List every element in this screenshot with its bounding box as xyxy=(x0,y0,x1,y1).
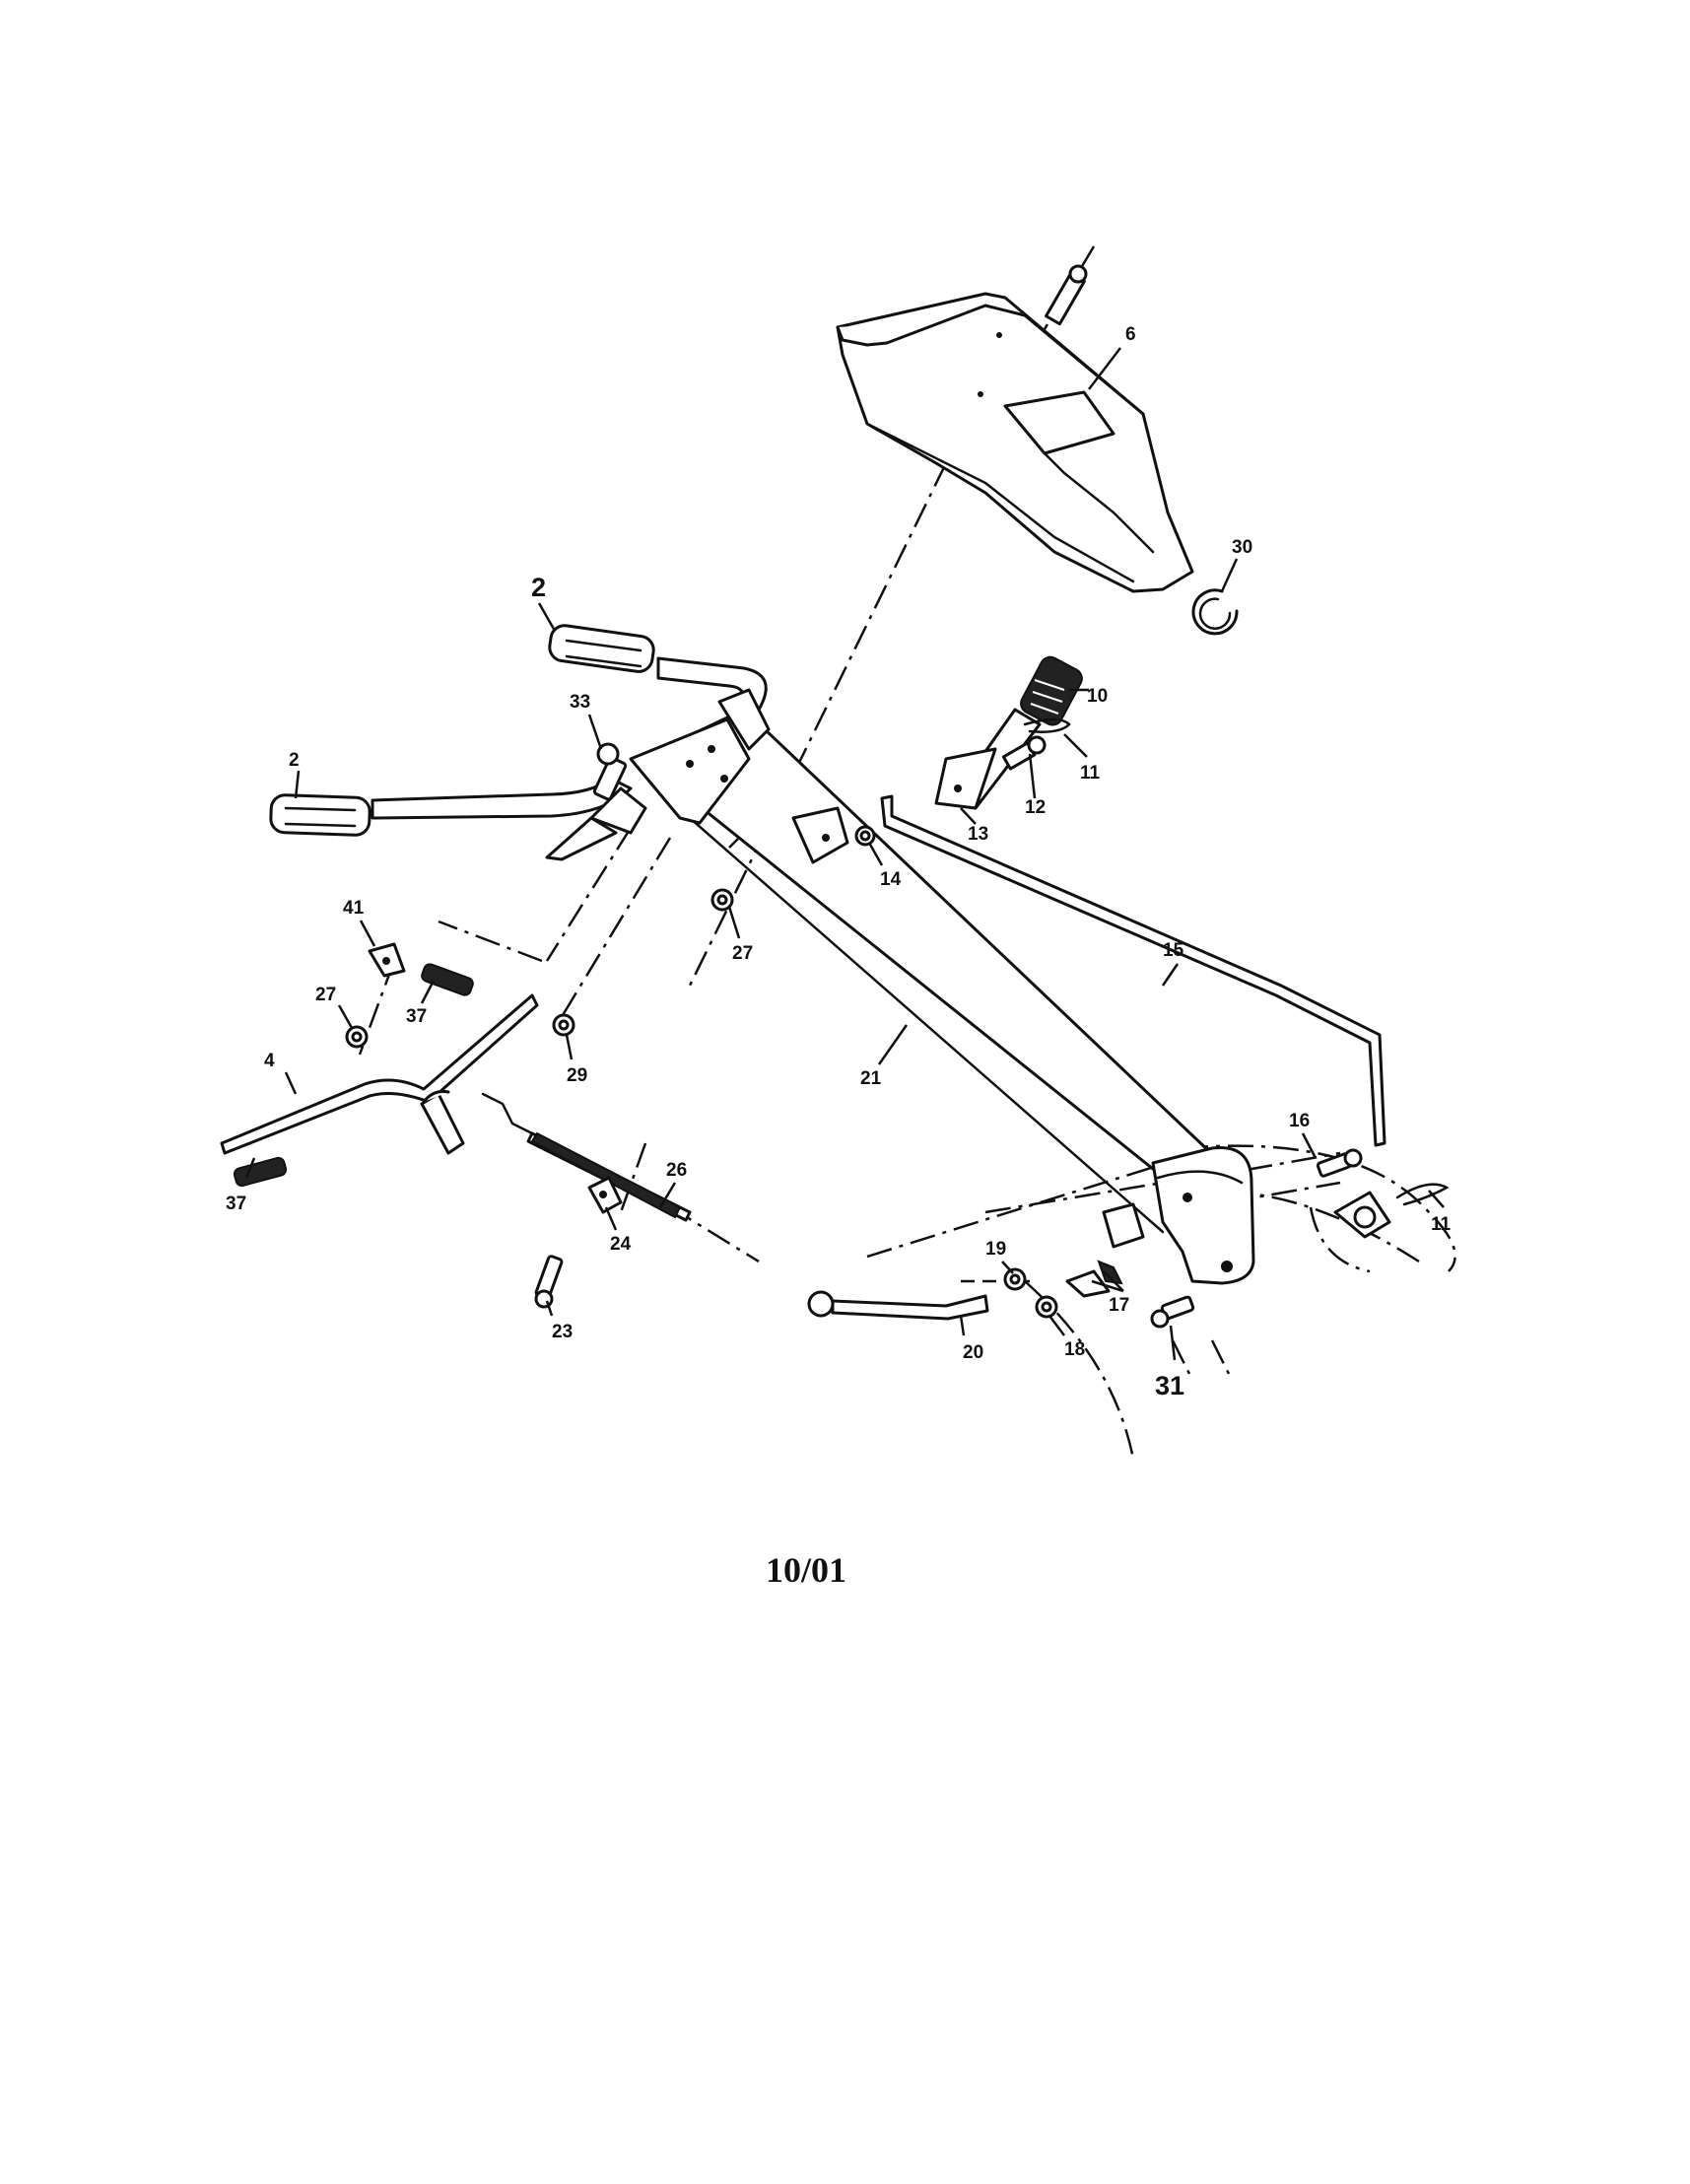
label-part-11-lower: 11 xyxy=(1431,1214,1452,1235)
cable-clamp-24 xyxy=(587,1176,623,1214)
label-part-41: 41 xyxy=(343,898,365,919)
bolt-31 xyxy=(1150,1295,1195,1329)
handle-pivot-bracket xyxy=(1102,1145,1255,1285)
label-part-18: 18 xyxy=(1064,1339,1085,1360)
shift-bolt xyxy=(1001,735,1047,771)
label-part-4: 4 xyxy=(264,1051,275,1071)
depth-lever xyxy=(807,1290,989,1321)
label-part-24: 24 xyxy=(610,1234,632,1255)
label-part-13: 13 xyxy=(968,824,988,845)
spring-37-lower xyxy=(233,1156,288,1188)
hairpin-clip-lower xyxy=(1395,1183,1450,1206)
label-part-26: 26 xyxy=(666,1160,687,1181)
label-part-16: 16 xyxy=(1289,1111,1310,1131)
handle-tube xyxy=(545,688,1244,1234)
shift-lever xyxy=(934,708,1042,810)
control-cable xyxy=(481,1092,692,1222)
label-part-15: 15 xyxy=(1163,940,1184,961)
shift-rod xyxy=(880,794,1386,1147)
spacer-17 xyxy=(1065,1260,1123,1298)
washer-19 xyxy=(1003,1267,1027,1291)
label-part-14: 14 xyxy=(880,869,902,890)
label-part-30: 30 xyxy=(1232,537,1252,558)
label-part-17: 17 xyxy=(1109,1295,1129,1316)
label-part-27-upper: 27 xyxy=(732,943,753,964)
label-part-27-lower: 27 xyxy=(315,985,336,1005)
hairpin-clip-upper xyxy=(1023,717,1071,733)
label-part-6: 6 xyxy=(1125,324,1136,345)
label-part-29: 29 xyxy=(567,1065,587,1086)
label-part-2-upper: 2 xyxy=(531,573,546,602)
retaining-ring xyxy=(1191,588,1239,636)
carriage-bolt-33 xyxy=(592,742,628,801)
handle-grip-lower xyxy=(269,793,372,837)
label-part-11-upper: 11 xyxy=(1080,763,1101,784)
label-part-37-lower: 37 xyxy=(226,1194,246,1214)
nut-27-upper xyxy=(710,888,734,912)
nut-27-lower xyxy=(345,1025,369,1049)
label-part-37-upper: 37 xyxy=(406,1006,427,1027)
label-part-33: 33 xyxy=(570,692,590,713)
bolt-16 xyxy=(1316,1148,1363,1178)
spring-37-upper xyxy=(421,963,474,996)
control-bail xyxy=(220,993,539,1155)
label-part-19: 19 xyxy=(985,1239,1006,1260)
label-part-23: 23 xyxy=(552,1322,573,1342)
label-part-21: 21 xyxy=(860,1068,882,1089)
handle-grip-upper xyxy=(548,624,655,673)
bolt-23 xyxy=(534,1255,564,1309)
label-part-10: 10 xyxy=(1087,686,1108,707)
nut-29 xyxy=(552,1013,575,1037)
label-part-20: 20 xyxy=(963,1342,983,1363)
console-cover xyxy=(836,292,1194,593)
cable-clip-41 xyxy=(368,942,406,978)
label-part-12: 12 xyxy=(1025,797,1046,818)
washer-14 xyxy=(854,825,876,847)
washer-18 xyxy=(1035,1295,1058,1319)
shift-linkage xyxy=(1333,1191,1391,1239)
label-part-31: 31 xyxy=(1155,1371,1184,1400)
leader-lines xyxy=(244,347,1445,1361)
revision-date: 10/01 xyxy=(765,1550,846,1590)
label-part-2-lower: 2 xyxy=(289,750,300,771)
shift-lever-grip xyxy=(1020,655,1083,726)
cover-screw xyxy=(1045,264,1088,326)
part-labels: 6 30 2 2 10 33 11 12 13 14 41 27 37 27 1… xyxy=(226,324,1452,1400)
